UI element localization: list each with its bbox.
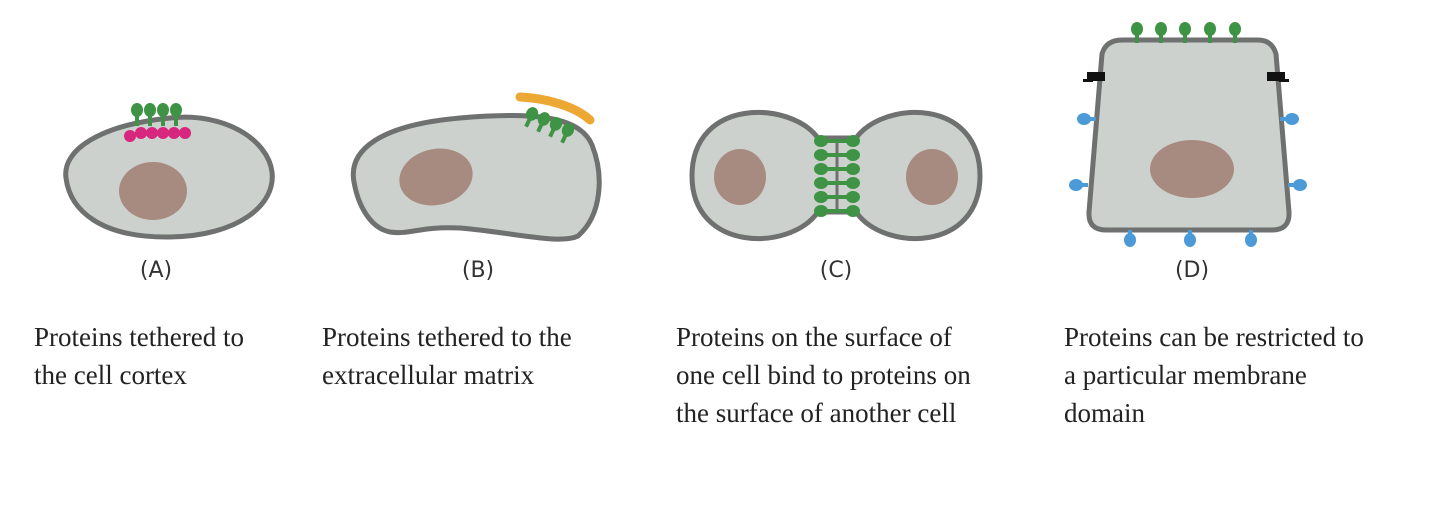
extracellular-matrix <box>515 92 595 125</box>
green-protein-b-4 <box>560 123 575 144</box>
blue-protein-d-side-4 <box>1293 179 1307 191</box>
cell-b-membrane <box>350 113 602 242</box>
nucleus-b <box>399 148 473 206</box>
nucleus-a <box>119 162 187 220</box>
nucleus-c-left <box>714 149 766 205</box>
caption-c-line-2: one cell bind to proteins on <box>676 360 971 390</box>
membrane-domain-diagram <box>1069 22 1307 247</box>
blue-protein-d-bottom-3 <box>1245 233 1257 247</box>
green-protein-c-right-3 <box>846 163 860 175</box>
caption-b-line-2: extracellular matrix <box>322 360 535 390</box>
caption-a-line-1: Proteins tethered to <box>34 322 244 352</box>
green-protein-a-2 <box>144 103 156 117</box>
caption-a-line-2: the cell cortex <box>34 360 187 390</box>
panel-label-d: (D) <box>1174 258 1210 283</box>
binding-proteins-green-c <box>814 135 860 217</box>
green-stalk-a-1 <box>135 112 139 126</box>
green-protein-a-1 <box>131 103 143 117</box>
blue-protein-d-bottom-1 <box>1124 233 1136 247</box>
caption-c-line-1: Proteins on the surface of <box>676 322 952 352</box>
pink-protein-a-5 <box>168 127 180 139</box>
cell-cell-binding-diagram <box>689 109 983 241</box>
green-protein-a-4 <box>170 103 182 117</box>
nucleus-c-right <box>906 149 958 205</box>
membrane-proteins-green-b <box>524 107 575 144</box>
green-protein-c-left-3 <box>814 163 828 175</box>
pink-protein-a-6 <box>179 127 191 139</box>
green-protein-c-right-1 <box>846 135 860 147</box>
cell-cortex-diagram <box>63 103 275 240</box>
caption-d-line-2: a particular membrane <box>1064 360 1307 390</box>
pink-protein-a-1 <box>124 130 136 142</box>
green-protein-b-3 <box>548 117 563 138</box>
green-stalk-a-3 <box>161 112 165 126</box>
green-protein-c-left-6 <box>814 205 828 217</box>
green-protein-c-left-4 <box>814 177 828 189</box>
caption-d-line-1: Proteins can be restricted to <box>1064 322 1364 352</box>
green-protein-c-right-2 <box>846 149 860 161</box>
pink-protein-a-3 <box>146 127 158 139</box>
caption-d: Proteins can be restricted to a particul… <box>1064 318 1364 432</box>
cell-d-membrane <box>1086 37 1292 233</box>
green-protein-d-4 <box>1204 22 1216 36</box>
tight-junction-barriers <box>1083 72 1289 82</box>
caption-d-line-3: domain <box>1064 398 1145 428</box>
barrier-left-tail <box>1083 79 1093 82</box>
green-protein-d-2 <box>1155 22 1167 36</box>
green-protein-d-1 <box>1131 22 1143 36</box>
panel-label-a: (A) <box>139 258 173 283</box>
extracellular-matrix-diagram <box>350 92 602 242</box>
green-protein-b-2 <box>536 112 551 133</box>
green-protein-c-left-2 <box>814 149 828 161</box>
blue-protein-d-side-3 <box>1285 113 1299 125</box>
panel-d: (D) Proteins can be restricted to a part… <box>1050 0 1440 506</box>
barrier-right <box>1267 72 1285 81</box>
pink-protein-a-2 <box>135 127 147 139</box>
panel-c: (C) Proteins on the surface of one cell … <box>670 0 1050 506</box>
green-protein-b-1 <box>524 107 539 128</box>
green-stalk-a-2 <box>148 112 152 126</box>
green-protein-c-right-6 <box>846 205 860 217</box>
panel-b: (B) Proteins tethered to the extracellul… <box>322 0 670 506</box>
caption-a: Proteins tethered to the cell cortex <box>34 318 244 394</box>
caption-c-line-3: the surface of another cell <box>676 398 957 428</box>
panel-a: (A) Proteins tethered to the cell cortex <box>0 0 330 506</box>
basolateral-proteins-blue-d <box>1069 113 1307 247</box>
blue-protein-d-side-1 <box>1077 113 1091 125</box>
panel-label-b: (B) <box>461 258 495 283</box>
caption-c: Proteins on the surface of one cell bind… <box>676 318 971 432</box>
nucleus-d <box>1150 140 1234 198</box>
green-protein-a-3 <box>157 103 169 117</box>
cortex-proteins-pink <box>124 127 191 142</box>
pink-protein-a-4 <box>157 127 169 139</box>
blue-protein-d-bottom-2 <box>1184 233 1196 247</box>
caption-b-line-1: Proteins tethered to the <box>322 322 572 352</box>
barrier-right-tail <box>1279 79 1289 82</box>
green-protein-c-right-5 <box>846 191 860 203</box>
caption-b: Proteins tethered to the extracellular m… <box>322 318 572 394</box>
barrier-left <box>1087 72 1105 81</box>
green-protein-c-left-1 <box>814 135 828 147</box>
green-protein-c-left-5 <box>814 191 828 203</box>
green-protein-d-5 <box>1229 22 1241 36</box>
apical-proteins-green-d <box>1131 22 1241 43</box>
panel-label-c: (C) <box>819 258 853 283</box>
membrane-proteins-green-a <box>131 103 182 126</box>
blue-protein-d-side-2 <box>1069 179 1083 191</box>
green-protein-d-3 <box>1179 22 1191 36</box>
green-protein-c-right-4 <box>846 177 860 189</box>
green-stalk-a-4 <box>174 112 178 126</box>
